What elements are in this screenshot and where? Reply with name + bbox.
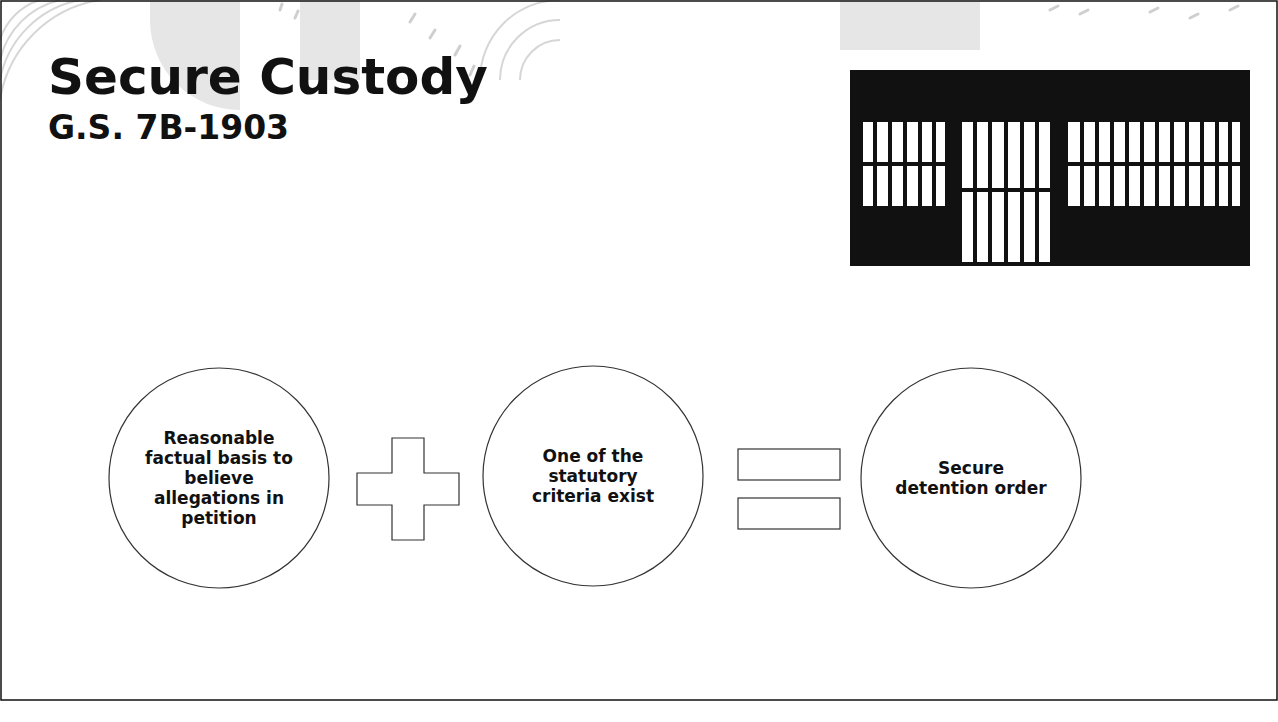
slide-frame xyxy=(1,1,1277,700)
circle-label: Reasonable factual basis to believe alle… xyxy=(141,428,296,528)
slide-title: Secure Custody xyxy=(48,50,488,105)
criteria-circle: One of the statutory criteria exist xyxy=(482,365,704,587)
jail-icon xyxy=(850,70,1250,266)
circle-label: Secure detention order xyxy=(893,458,1048,498)
statute-subtitle: G.S. 7B-1903 xyxy=(48,110,289,146)
plus-symbol xyxy=(357,438,459,540)
criteria-circle: Reasonable factual basis to believe alle… xyxy=(108,367,330,589)
equals-symbol xyxy=(738,449,840,529)
circle-label: One of the statutory criteria exist xyxy=(515,446,670,506)
criteria-circle: Secure detention order xyxy=(860,367,1082,589)
